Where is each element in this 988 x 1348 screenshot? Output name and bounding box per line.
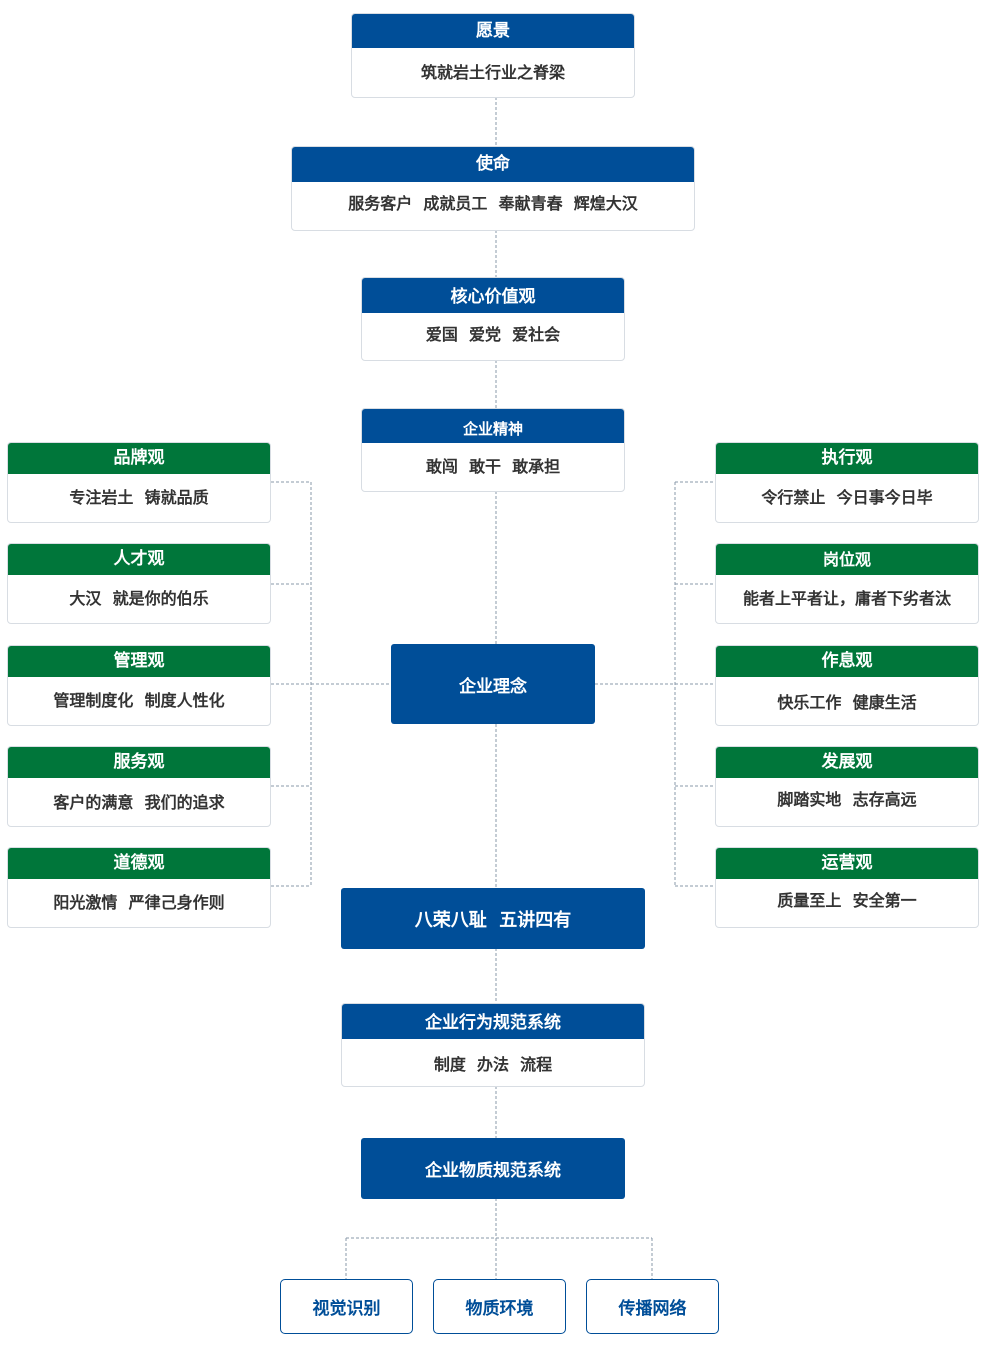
vision-card: 愿景 筑就岩土行业之脊梁 xyxy=(351,13,635,98)
mission-content: 服务客户 成就员工 奉献青春 辉煌大汉 xyxy=(348,194,638,213)
mission-card: 使命 服务客户 成就员工 奉献青春 辉煌大汉 xyxy=(291,146,695,231)
right-view-card-2: 岗位观 能者上平者让，庸者下劣者汰 xyxy=(715,543,979,624)
right-view-card-3: 作息观 快乐工作 健康生活 xyxy=(715,645,979,726)
behavior-title: 企业行为规范系统 xyxy=(342,1004,644,1039)
left-view-title-4: 服务观 xyxy=(8,747,270,778)
vision-title: 愿景 xyxy=(352,14,634,48)
left-view-card-3: 管理观 管理制度化 制度人性化 xyxy=(7,645,271,726)
left-view-content-3: 管理制度化 制度人性化 xyxy=(53,691,225,710)
spirit-title: 企业精神 xyxy=(362,409,624,443)
right-view-title-5: 运营观 xyxy=(716,848,978,879)
right-view-title-4: 发展观 xyxy=(716,747,978,778)
left-view-card-2: 人才观 大汉 就是你的伯乐 xyxy=(7,543,271,624)
output-label-3: 传播网络 xyxy=(618,1299,687,1319)
output-communication-network: 传播网络 xyxy=(586,1279,719,1334)
left-view-card-5: 道德观 阳光激情 严律己身作则 xyxy=(7,847,271,928)
left-view-content-2: 大汉 就是你的伯乐 xyxy=(69,589,209,608)
philosophy-title: 企业理念 xyxy=(459,676,527,697)
left-view-title-3: 管理观 xyxy=(8,646,270,677)
output-label-2: 物质环境 xyxy=(465,1299,534,1319)
right-view-title-3: 作息观 xyxy=(716,646,978,677)
mission-title: 使命 xyxy=(292,147,694,182)
right-view-content-2: 能者上平者让，庸者下劣者汰 xyxy=(742,589,951,608)
behavior-card: 企业行为规范系统 制度 办法 流程 xyxy=(341,1003,645,1087)
core-values-title: 核心价值观 xyxy=(362,278,624,313)
spirit-content: 敢闯 敢干 敢承担 xyxy=(425,457,561,476)
left-view-title-5: 道德观 xyxy=(8,848,270,879)
left-view-content-1: 专注岩土 铸就品质 xyxy=(69,488,209,507)
left-view-content-5: 阳光激情 严律己身作则 xyxy=(53,893,225,912)
right-view-content-3: 快乐工作 健康生活 xyxy=(777,693,917,712)
output-visual-identity: 视觉识别 xyxy=(280,1279,413,1334)
right-view-content-1: 令行禁止 今日事今日毕 xyxy=(761,488,933,507)
honor-title: 八荣八耻 五讲四有 xyxy=(414,909,572,931)
left-view-title-1: 品牌观 xyxy=(8,443,270,474)
philosophy-box: 企业理念 xyxy=(391,644,595,724)
behavior-content: 制度 办法 流程 xyxy=(433,1055,553,1074)
spirit-card: 企业精神 敢闯 敢干 敢承担 xyxy=(361,408,625,492)
output-physical-environment: 物质环境 xyxy=(433,1279,566,1334)
right-view-card-1: 执行观 令行禁止 今日事今日毕 xyxy=(715,442,979,523)
left-view-content-4: 客户的满意 我们的追求 xyxy=(53,793,225,812)
vision-content: 筑就岩土行业之脊梁 xyxy=(420,63,565,82)
left-view-title-2: 人才观 xyxy=(8,544,270,575)
left-view-card-1: 品牌观 专注岩土 铸就品质 xyxy=(7,442,271,523)
core-values-card: 核心价值观 爱国 爱党 爱社会 xyxy=(361,277,625,361)
material-box: 企业物质规范系统 xyxy=(361,1138,625,1199)
right-view-card-5: 运营观 质量至上 安全第一 xyxy=(715,847,979,928)
right-view-title-2: 岗位观 xyxy=(716,544,978,575)
core-values-content: 爱国 爱党 爱社会 xyxy=(425,325,561,344)
output-label-1: 视觉识别 xyxy=(312,1299,381,1319)
right-view-card-4: 发展观 脚踏实地 志存高远 xyxy=(715,746,979,827)
right-view-content-5: 质量至上 安全第一 xyxy=(777,891,917,910)
right-view-content-4: 脚踏实地 志存高远 xyxy=(777,790,917,809)
material-title: 企业物质规范系统 xyxy=(425,1161,561,1181)
right-view-title-1: 执行观 xyxy=(716,443,978,474)
left-view-card-4: 服务观 客户的满意 我们的追求 xyxy=(7,746,271,827)
honor-box: 八荣八耻 五讲四有 xyxy=(341,888,645,949)
